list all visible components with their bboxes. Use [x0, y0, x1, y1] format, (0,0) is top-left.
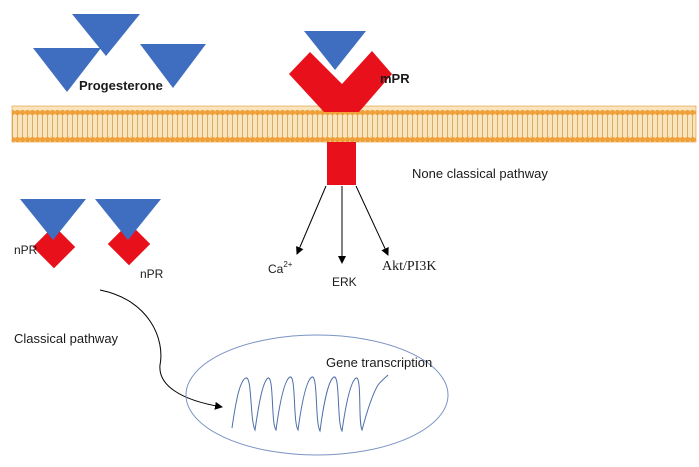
mpr-bound-progesterone — [304, 31, 366, 70]
mpr-receptor — [289, 31, 392, 185]
ca-charge: 2+ — [283, 260, 293, 269]
mpr-stem — [324, 84, 359, 112]
ca-label: Ca2+ — [268, 260, 293, 276]
arrow-to-ca — [296, 185, 327, 255]
ca-symbol: Ca — [268, 262, 284, 276]
none-classical-pathway-label: None classical pathway — [412, 166, 548, 181]
npr-label-right: nPR — [140, 267, 164, 281]
npr-receptor-left — [20, 199, 86, 269]
erk-label: ERK — [332, 275, 357, 289]
dna-helix — [231, 374, 389, 433]
classical-pathway-arrow — [99, 289, 223, 410]
progesterone-molecules — [33, 14, 206, 92]
arrow-to-akt — [355, 185, 389, 256]
gene-transcription-label: Gene transcription — [326, 355, 433, 370]
progesterone-triangle-2 — [33, 48, 101, 92]
progesterone-triangle-3 — [140, 44, 206, 88]
classical-pathway-label: Classical pathway — [14, 331, 119, 346]
progesterone-label: Progesterone — [79, 78, 163, 93]
npr-receptor-right — [95, 199, 161, 266]
progesterone-triangle-1 — [72, 14, 140, 56]
mpr-label: mPR — [380, 71, 410, 86]
mpr-intracellular-domain — [327, 142, 356, 185]
nucleus — [185, 334, 449, 456]
npr-label-left: nPR — [14, 243, 38, 257]
akt-pi3k-label: Akt/PI3K — [382, 259, 437, 274]
non-classical-arrows — [296, 185, 389, 264]
